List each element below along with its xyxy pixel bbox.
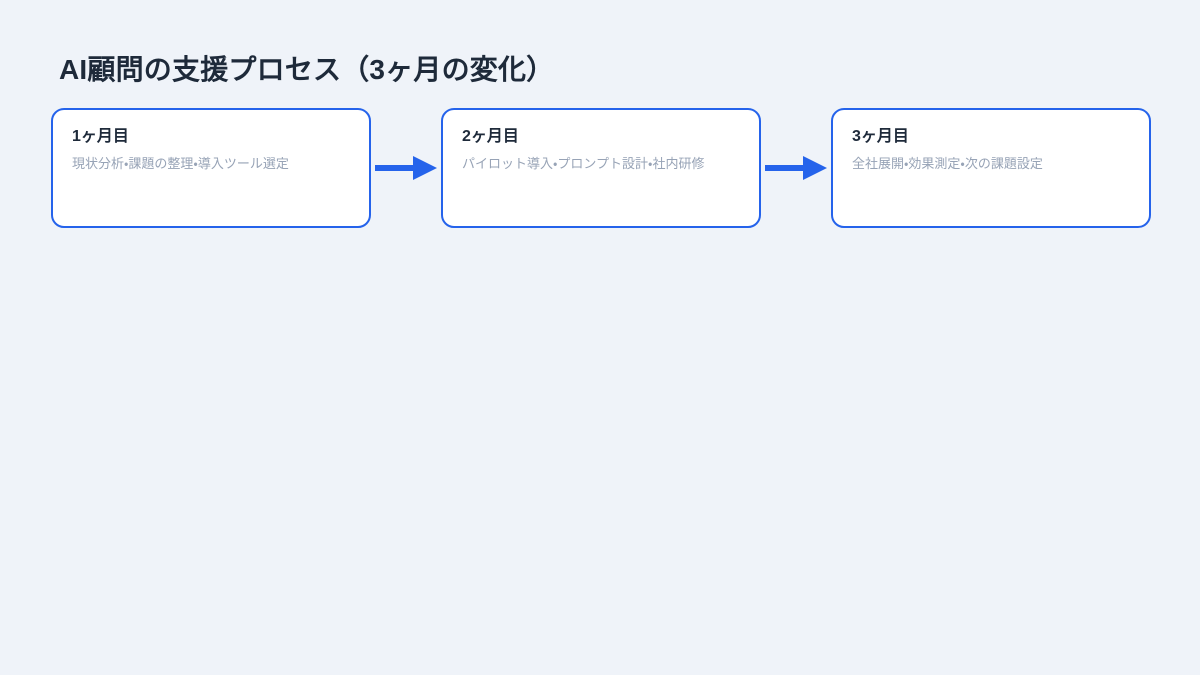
process-step-card-1[interactable]: 1ヶ月目 現状分析・課題の整理・導入ツール選定: [51, 108, 371, 228]
arrow-right-icon: [375, 155, 437, 181]
page-title: AI顧問の支援プロセス（3ヶ月の変化）: [59, 53, 555, 85]
step-description: パイロット導入・プロンプト設計・社内研修: [462, 156, 705, 172]
step-heading: 2ヶ月目: [462, 128, 519, 145]
step-description: 全社展開・効果測定・次の課題設定: [852, 156, 1043, 172]
arrow-right-icon: [765, 155, 827, 181]
process-step-card-3[interactable]: 3ヶ月目 全社展開・効果測定・次の課題設定: [831, 108, 1151, 228]
process-step-card-2[interactable]: 2ヶ月目 パイロット導入・プロンプト設計・社内研修: [441, 108, 761, 228]
flow-connector-2: [761, 155, 831, 181]
step-heading: 1ヶ月目: [72, 128, 129, 145]
step-heading: 3ヶ月目: [852, 128, 909, 145]
process-flow: 1ヶ月目 現状分析・課題の整理・導入ツール選定 2ヶ月目 パイロット導入・プロン…: [51, 108, 1151, 228]
flow-connector-1: [371, 155, 441, 181]
step-description: 現状分析・課題の整理・導入ツール選定: [72, 156, 289, 172]
